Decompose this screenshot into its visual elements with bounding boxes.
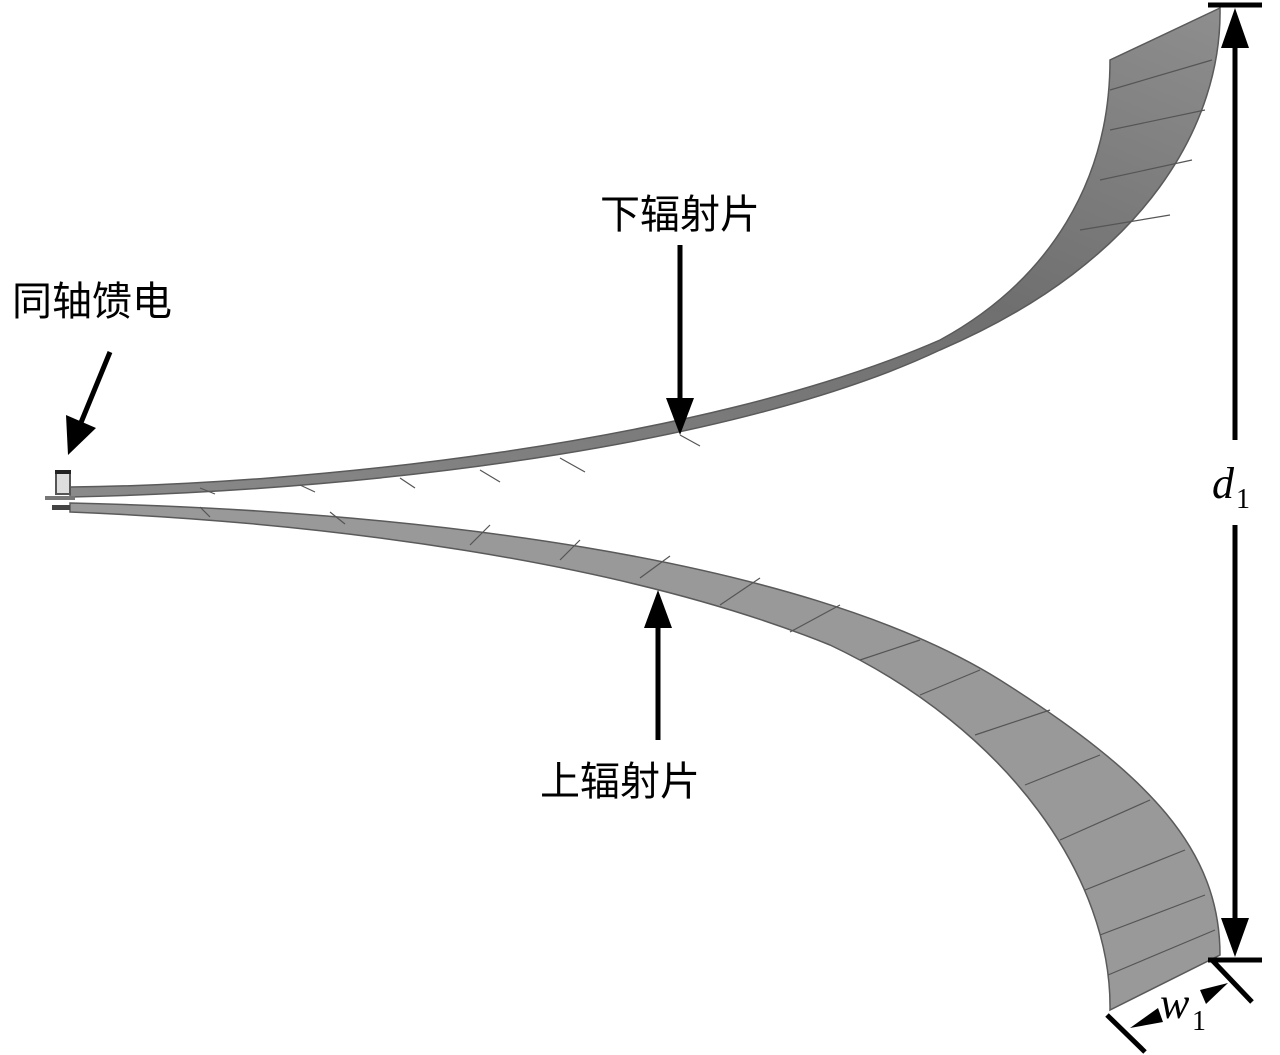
w1-label: w [1160, 979, 1190, 1028]
lower-radiator-strip [69, 6, 1221, 498]
lower-radiator-label: 下辐射片 [600, 192, 760, 238]
coax-feed-connector [45, 470, 75, 510]
lower-radiator-arrow [666, 245, 694, 435]
w1-dimension [1105, 958, 1254, 1054]
w1-subscript: 1 [1192, 1006, 1206, 1037]
d1-dimension [1208, 2, 1262, 963]
lower-radiator-segments [199, 59, 1213, 495]
upper-radiator-strip [69, 502, 1221, 1012]
d1-label: d [1212, 459, 1235, 508]
upper-radiator-label: 上辐射片 [540, 759, 700, 805]
upper-radiator-segments [199, 506, 1216, 976]
upper-radiator-arrow [644, 590, 672, 740]
d1-subscript: 1 [1236, 484, 1250, 515]
coax-feed-label: 同轴馈电 [12, 279, 172, 325]
coax-feed-arrow [66, 351, 113, 455]
